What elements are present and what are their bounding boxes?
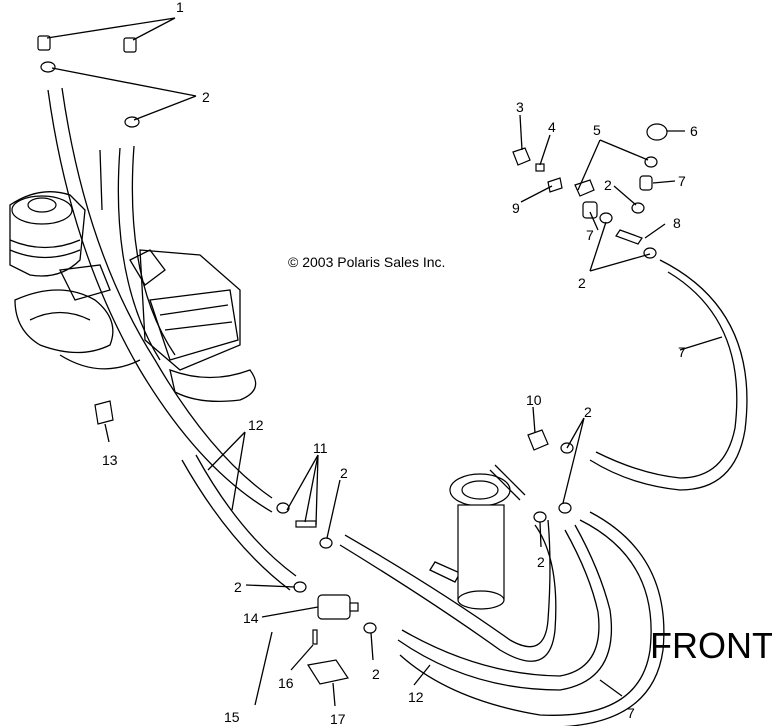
callout-10: 10 (526, 392, 542, 408)
callout-17: 17 (330, 711, 346, 726)
callout-12-upper: 12 (248, 417, 264, 433)
engine-illustration (9, 191, 257, 402)
callout-2-bottom: 2 (372, 666, 380, 682)
callout-15: 15 (224, 709, 240, 725)
callout-13: 13 (102, 452, 118, 468)
callout-14: 14 (243, 610, 259, 626)
callout-7-bottom: 7 (627, 705, 635, 721)
front-direction-label: FRONT (650, 625, 772, 666)
callout-2-right-upper: 2 (604, 177, 612, 193)
callout-2-pump: 2 (584, 404, 592, 420)
callout-7-right-hose: 7 (678, 344, 686, 360)
callout-9: 9 (512, 200, 520, 216)
callout-11: 11 (313, 440, 328, 456)
callout-1: 1 (176, 0, 184, 15)
callout-4: 4 (548, 119, 556, 135)
callout-2-tank: 2 (537, 554, 545, 570)
callout-7-middle: 7 (586, 227, 594, 243)
callout-6: 6 (690, 123, 698, 139)
copyright-notice: © 2003 Polaris Sales Inc. (288, 254, 445, 270)
callout-12-lower: 12 (408, 689, 424, 705)
callout-5: 5 (593, 122, 601, 138)
callout-2-middle: 2 (340, 465, 348, 481)
callout-16: 16 (278, 675, 294, 691)
callout-2-top: 2 (202, 89, 210, 105)
fittings (37, 35, 668, 706)
callout-2-right-lower: 2 (578, 275, 586, 291)
callout-3: 3 (516, 99, 524, 115)
callout-8: 8 (673, 215, 681, 231)
callout-7-upper: 7 (678, 173, 686, 189)
fuel-pump-assembly (449, 464, 526, 610)
hoses (47, 87, 748, 726)
leader-lines (46, 17, 723, 707)
callout-2-filter: 2 (234, 579, 242, 595)
